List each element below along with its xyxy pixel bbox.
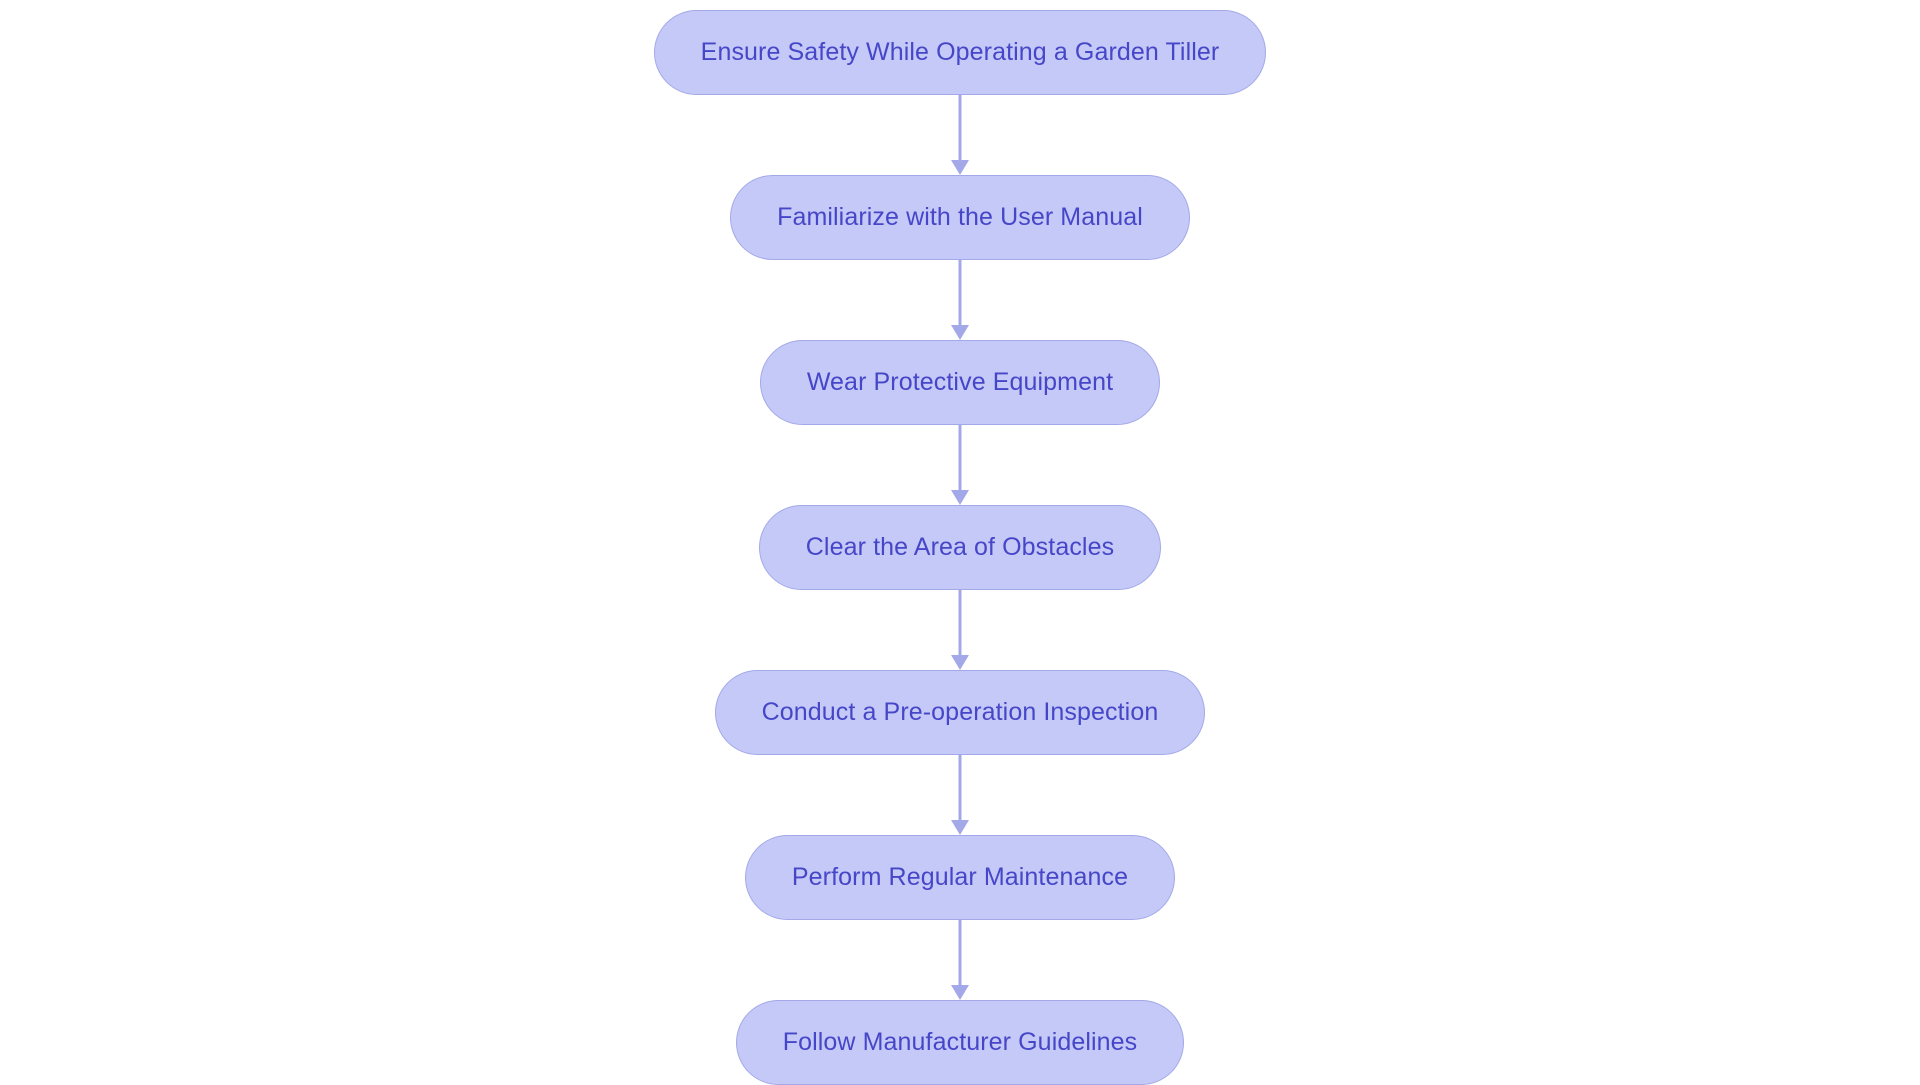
down-arrow-icon	[951, 160, 969, 175]
flow-node-label: Ensure Safety While Operating a Garden T…	[700, 38, 1220, 66]
flow-node-perform-regular-maintenance[interactable]: Perform Regular Maintenance	[744, 835, 1176, 920]
flow-node-label: Follow Manufacturer Guidelines	[782, 1028, 1138, 1056]
edge-line	[958, 920, 962, 986]
flow-node-label: Familiarize with the User Manual	[777, 203, 1143, 231]
edge-line	[958, 95, 962, 161]
flow-node-label: Perform Regular Maintenance	[791, 863, 1129, 891]
edge-line	[958, 260, 962, 326]
down-arrow-icon	[951, 820, 969, 835]
flow-node-familiarize-user-manual[interactable]: Familiarize with the User Manual	[730, 175, 1190, 260]
down-arrow-icon	[951, 655, 969, 670]
flow-node-conduct-pre-operation-inspection[interactable]: Conduct a Pre-operation Inspection	[714, 670, 1206, 755]
flow-edge-n2-n3	[948, 260, 972, 340]
flow-node-ensure-safety[interactable]: Ensure Safety While Operating a Garden T…	[653, 10, 1267, 95]
down-arrow-icon	[951, 985, 969, 1000]
top-spacer	[960, 0, 961, 10]
flow-edge-n5-n6	[948, 755, 972, 835]
flow-node-wear-protective-equipment[interactable]: Wear Protective Equipment	[759, 340, 1161, 425]
flow-edge-n6-n7	[948, 920, 972, 1000]
flow-node-label: Clear the Area of Obstacles	[805, 533, 1115, 561]
flow-node-label: Wear Protective Equipment	[806, 368, 1114, 396]
edge-line	[958, 590, 962, 656]
flow-edge-n3-n4	[948, 425, 972, 505]
flow-edge-n4-n5	[948, 590, 972, 670]
edge-line	[958, 755, 962, 821]
flow-node-follow-manufacturer-guidelines[interactable]: Follow Manufacturer Guidelines	[735, 1000, 1185, 1085]
flow-edge-n1-n2	[948, 95, 972, 175]
flow-node-clear-area-obstacles[interactable]: Clear the Area of Obstacles	[758, 505, 1162, 590]
down-arrow-icon	[951, 490, 969, 505]
down-arrow-icon	[951, 325, 969, 340]
edge-line	[958, 425, 962, 491]
flow-node-label: Conduct a Pre-operation Inspection	[761, 698, 1159, 726]
